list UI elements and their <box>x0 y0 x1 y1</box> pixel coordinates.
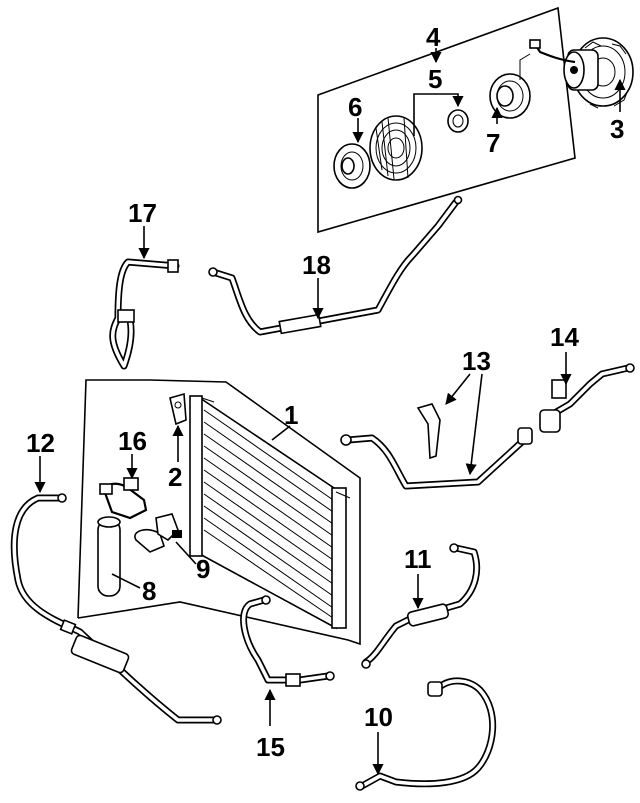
compressor <box>529 37 634 109</box>
callout-6: 6 <box>348 92 362 122</box>
condenser-group-frame <box>77 379 361 646</box>
callout-7: 7 <box>486 128 500 158</box>
callout-3: 3 <box>610 114 624 144</box>
discharge-line-right <box>340 403 533 490</box>
condenser-outlet-tube <box>240 595 335 687</box>
callout-13: 13 <box>462 346 491 376</box>
clutch-hub <box>333 143 371 189</box>
callout-2: 2 <box>168 462 182 492</box>
callout-8: 8 <box>142 576 156 606</box>
callout-16: 16 <box>118 426 147 456</box>
suction-hose <box>355 677 497 791</box>
liquid-line <box>109 258 180 370</box>
discharge-hose <box>208 195 463 336</box>
callout-17: 17 <box>128 198 157 228</box>
clutch-pulley <box>369 115 423 181</box>
receiver-drier <box>97 516 121 597</box>
callout-numbers: 4 5 6 7 3 17 18 13 14 1 16 12 2 9 8 11 1… <box>26 22 624 762</box>
callout-11: 11 <box>404 544 432 574</box>
field-coil <box>489 53 531 119</box>
clutch-group-frame <box>317 6 576 234</box>
callout-12: 12 <box>26 428 55 458</box>
callout-15: 15 <box>256 732 285 762</box>
liquid-hose <box>361 543 481 669</box>
suction-hose-right <box>539 363 635 433</box>
callout-1: 1 <box>284 400 298 430</box>
clutch-bearing <box>447 109 469 133</box>
pressure-switch <box>99 477 148 520</box>
callout-10: 10 <box>364 702 393 732</box>
condenser <box>189 395 351 630</box>
condenser-bracket <box>169 392 187 426</box>
leader-lines <box>34 48 626 776</box>
callout-9: 9 <box>196 554 210 584</box>
drier-clamp <box>134 513 182 553</box>
callout-5: 5 <box>428 64 442 94</box>
suction-line-left <box>10 493 222 725</box>
callout-14: 14 <box>550 322 579 352</box>
callout-4: 4 <box>426 22 441 52</box>
callout-18: 18 <box>302 250 331 280</box>
